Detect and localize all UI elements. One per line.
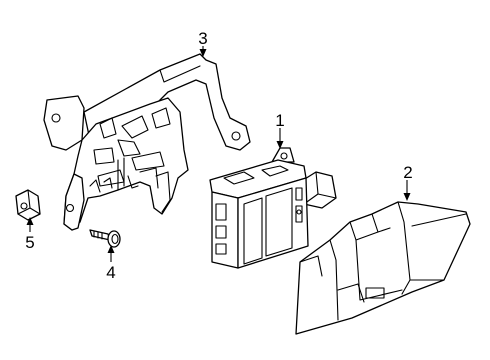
- arrowhead-1: [276, 141, 284, 149]
- control-module: [209, 147, 337, 269]
- bolt: [89, 229, 121, 248]
- callout-1: 1: [275, 111, 284, 130]
- arrowhead-3: [199, 49, 207, 57]
- arrowhead-2: [403, 193, 411, 201]
- leader-lines: [26, 46, 411, 262]
- clip-nut: [15, 189, 41, 221]
- callout-2: 2: [403, 163, 412, 182]
- module-cover: [295, 201, 471, 335]
- callout-5: 5: [25, 233, 34, 252]
- callout-4: 4: [106, 263, 115, 282]
- callout-labels: 1 2 3 4 5: [25, 29, 412, 282]
- mounting-bracket: [43, 53, 251, 231]
- callout-3: 3: [198, 29, 207, 48]
- arrowhead-4: [107, 245, 115, 253]
- arrowhead-5: [26, 217, 34, 225]
